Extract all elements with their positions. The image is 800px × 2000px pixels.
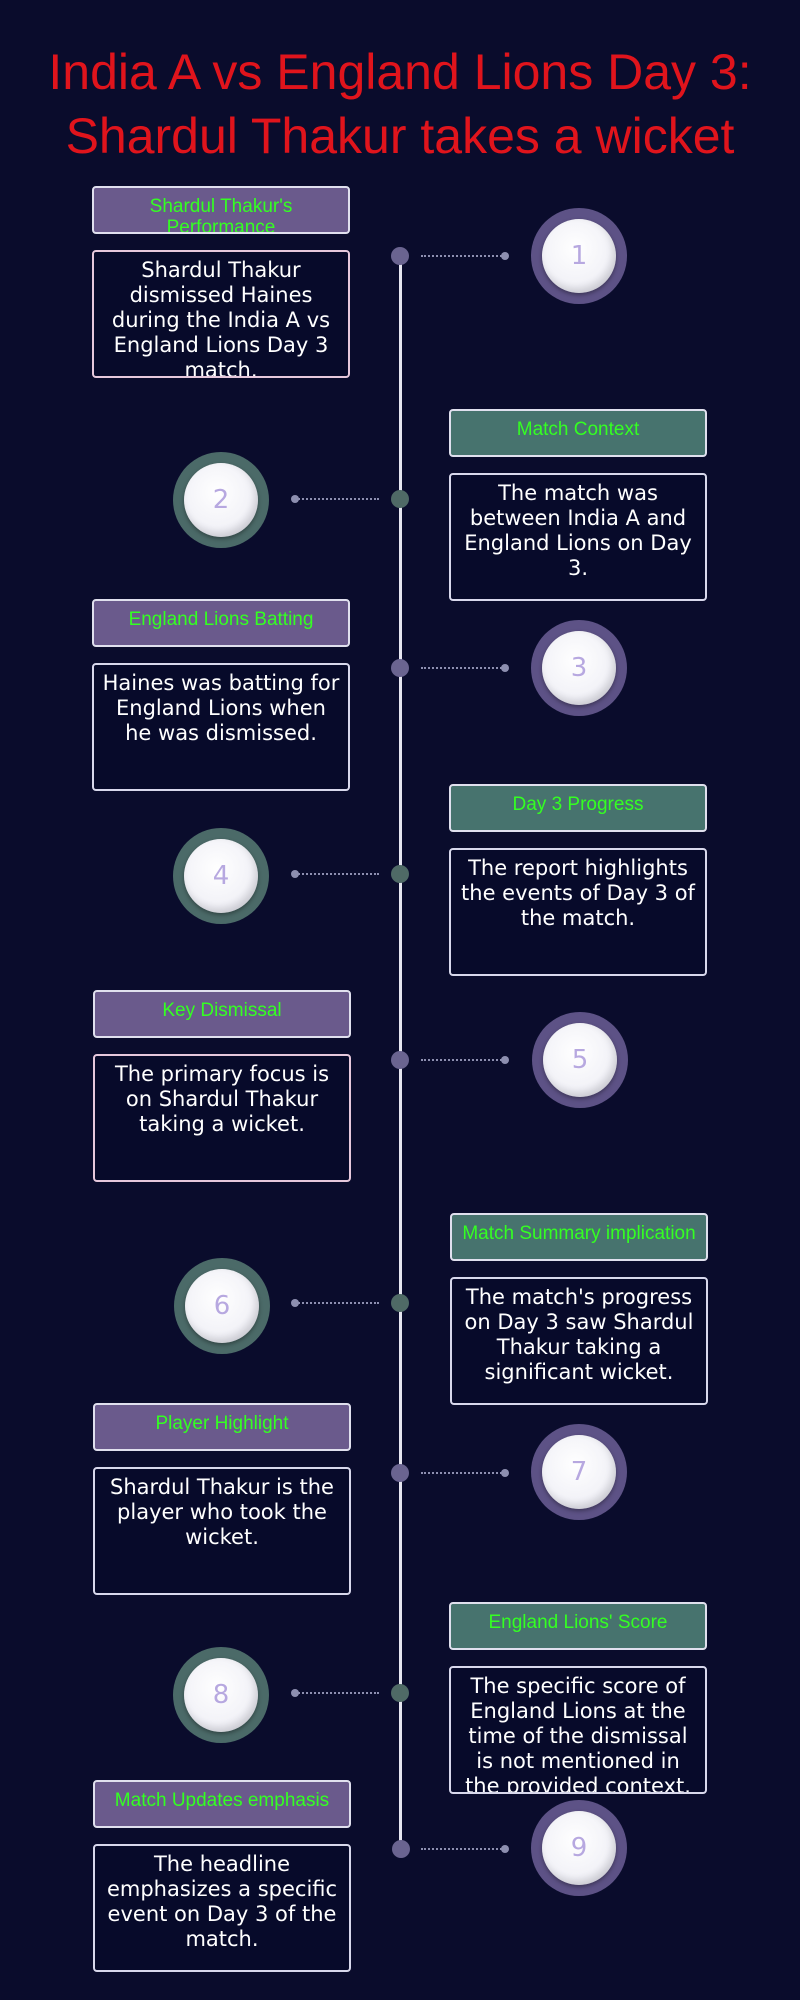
item-7-text: Shardul Thakur is the player who took th… — [93, 1467, 351, 1595]
item-7-number: 7 — [570, 1457, 588, 1487]
item-9-connector — [421, 1845, 509, 1853]
item-8-node — [391, 1684, 409, 1702]
item-3-connector — [421, 664, 509, 672]
item-5-title: Key Dismissal — [93, 990, 351, 1038]
item-4-node — [391, 865, 409, 883]
item-2-connector — [291, 495, 379, 503]
item-8-number-badge: 8 — [173, 1647, 269, 1743]
title-line-1: India A vs England Lions Day 3: — [48, 44, 752, 100]
item-2-text: The match was between India A and Englan… — [449, 473, 707, 601]
item-7-title: Player Highlight — [93, 1403, 351, 1451]
item-4-title: Day 3 Progress — [449, 784, 707, 832]
item-9-number-badge: 9 — [531, 1800, 627, 1896]
item-6-number-badge: 6 — [174, 1258, 270, 1354]
item-1-number-badge: 1 — [531, 208, 627, 304]
item-7-node — [391, 1464, 409, 1482]
item-4-number: 4 — [212, 861, 230, 891]
item-6-number: 6 — [213, 1291, 231, 1321]
item-1-connector — [421, 252, 509, 260]
item-6-text: The match's progress on Day 3 saw Shardu… — [450, 1277, 708, 1405]
item-8-connector — [291, 1689, 379, 1697]
item-7-connector — [421, 1469, 509, 1477]
item-9-text: The headline emphasizes a specific event… — [93, 1844, 351, 1972]
item-2-title: Match Context — [449, 409, 707, 457]
item-6-title: Match Summary implication — [450, 1213, 708, 1261]
item-3-node — [391, 659, 409, 677]
item-9-node — [392, 1840, 410, 1858]
item-8-title: England Lions' Score — [449, 1602, 707, 1650]
item-5-number-badge: 5 — [532, 1012, 628, 1108]
item-8-text: The specific score of England Lions at t… — [449, 1666, 707, 1794]
item-3-text: Haines was batting for England Lions whe… — [92, 663, 350, 791]
item-1-node — [391, 247, 409, 265]
item-5-node — [391, 1051, 409, 1069]
item-9-number: 9 — [570, 1833, 588, 1863]
item-5-text: The primary focus is on Shardul Thakur t… — [93, 1054, 351, 1182]
item-2-node — [391, 490, 409, 508]
item-8-number: 8 — [212, 1680, 230, 1710]
item-4-connector — [291, 870, 379, 878]
item-1-number: 1 — [570, 241, 588, 271]
item-2-number: 2 — [212, 485, 230, 515]
item-3-title: England Lions Batting — [92, 599, 350, 647]
item-1-title: Shardul Thakur's Performance — [92, 186, 350, 234]
title-line-2: Shardul Thakur takes a wicket — [65, 108, 735, 164]
item-5-number: 5 — [571, 1045, 589, 1075]
item-7-number-badge: 7 — [531, 1424, 627, 1520]
item-4-number-badge: 4 — [173, 828, 269, 924]
page-title: India A vs England Lions Day 3: Shardul … — [0, 40, 800, 168]
item-1-text: Shardul Thakur dismissed Haines during t… — [92, 250, 350, 378]
item-2-number-badge: 2 — [173, 452, 269, 548]
item-4-text: The report highlights the events of Day … — [449, 848, 707, 976]
item-5-connector — [421, 1056, 509, 1064]
item-3-number-badge: 3 — [531, 620, 627, 716]
item-6-connector — [291, 1299, 379, 1307]
item-3-number: 3 — [570, 653, 588, 683]
item-9-title: Match Updates emphasis — [93, 1780, 351, 1828]
item-6-node — [391, 1294, 409, 1312]
